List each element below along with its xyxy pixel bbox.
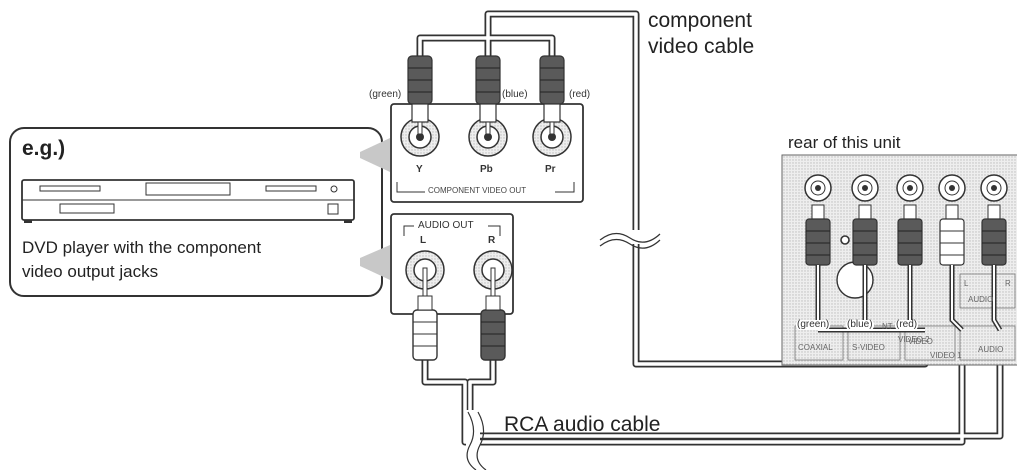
tv-label-video1: VIDEO 1 (930, 351, 962, 360)
tv-plug-color-blue: (blue) (846, 319, 874, 330)
tv-label-audio-top: AUDIO (968, 295, 994, 304)
dvd-description-line2: video output jacks (22, 262, 159, 281)
example-label: e.g.) (22, 137, 66, 160)
component-out-label: COMPONENT VIDEO OUT (428, 186, 527, 195)
callout-arrow-bottom (360, 245, 390, 280)
jack-label-pr: Pr (545, 164, 556, 175)
tv-rear-panel (781, 154, 1017, 366)
tv-label-nt: NT (882, 322, 893, 331)
jack-color-red: (red) (569, 89, 591, 100)
component-cable-label-line2: video cable (648, 35, 755, 58)
audio-out-panel (390, 213, 514, 315)
cable-break-mark (599, 230, 662, 249)
jack-label-pb: Pb (480, 164, 493, 175)
tv-label-video: VIDEO (908, 337, 933, 346)
tv-label-r: R (1005, 279, 1011, 288)
audio-out-label: AUDIO OUT (418, 220, 474, 231)
tv-label-coaxial: COAXIAL (798, 343, 833, 352)
rear-of-unit-label: rear of this unit (788, 133, 901, 152)
tv-label-l: L (964, 279, 969, 288)
component-video-plugs (407, 55, 565, 135)
jack-label-y: Y (416, 164, 423, 175)
tv-label-video2: VIDEO 2 (898, 335, 930, 344)
callout-arrow-top (360, 138, 390, 172)
jack-color-green: (green) (369, 89, 402, 100)
audio-out-plugs (412, 267, 506, 361)
rca-cable-label: RCA audio cable (504, 413, 661, 436)
dvd-player-illustration (21, 179, 355, 223)
tv-label-audio-bottom: AUDIO (978, 345, 1004, 354)
audio-channel-r: R (488, 235, 496, 246)
tv-plug-color-green: (green) (796, 319, 831, 330)
tv-label-svideo: S-VIDEO (852, 343, 885, 352)
tv-plug-color-red: (red) (895, 319, 919, 330)
component-cable-label-line1: component (648, 9, 752, 32)
audio-channel-l: L (420, 235, 427, 246)
dvd-description-line1: DVD player with the component (22, 238, 262, 257)
jack-color-blue: (blue) (502, 89, 528, 100)
